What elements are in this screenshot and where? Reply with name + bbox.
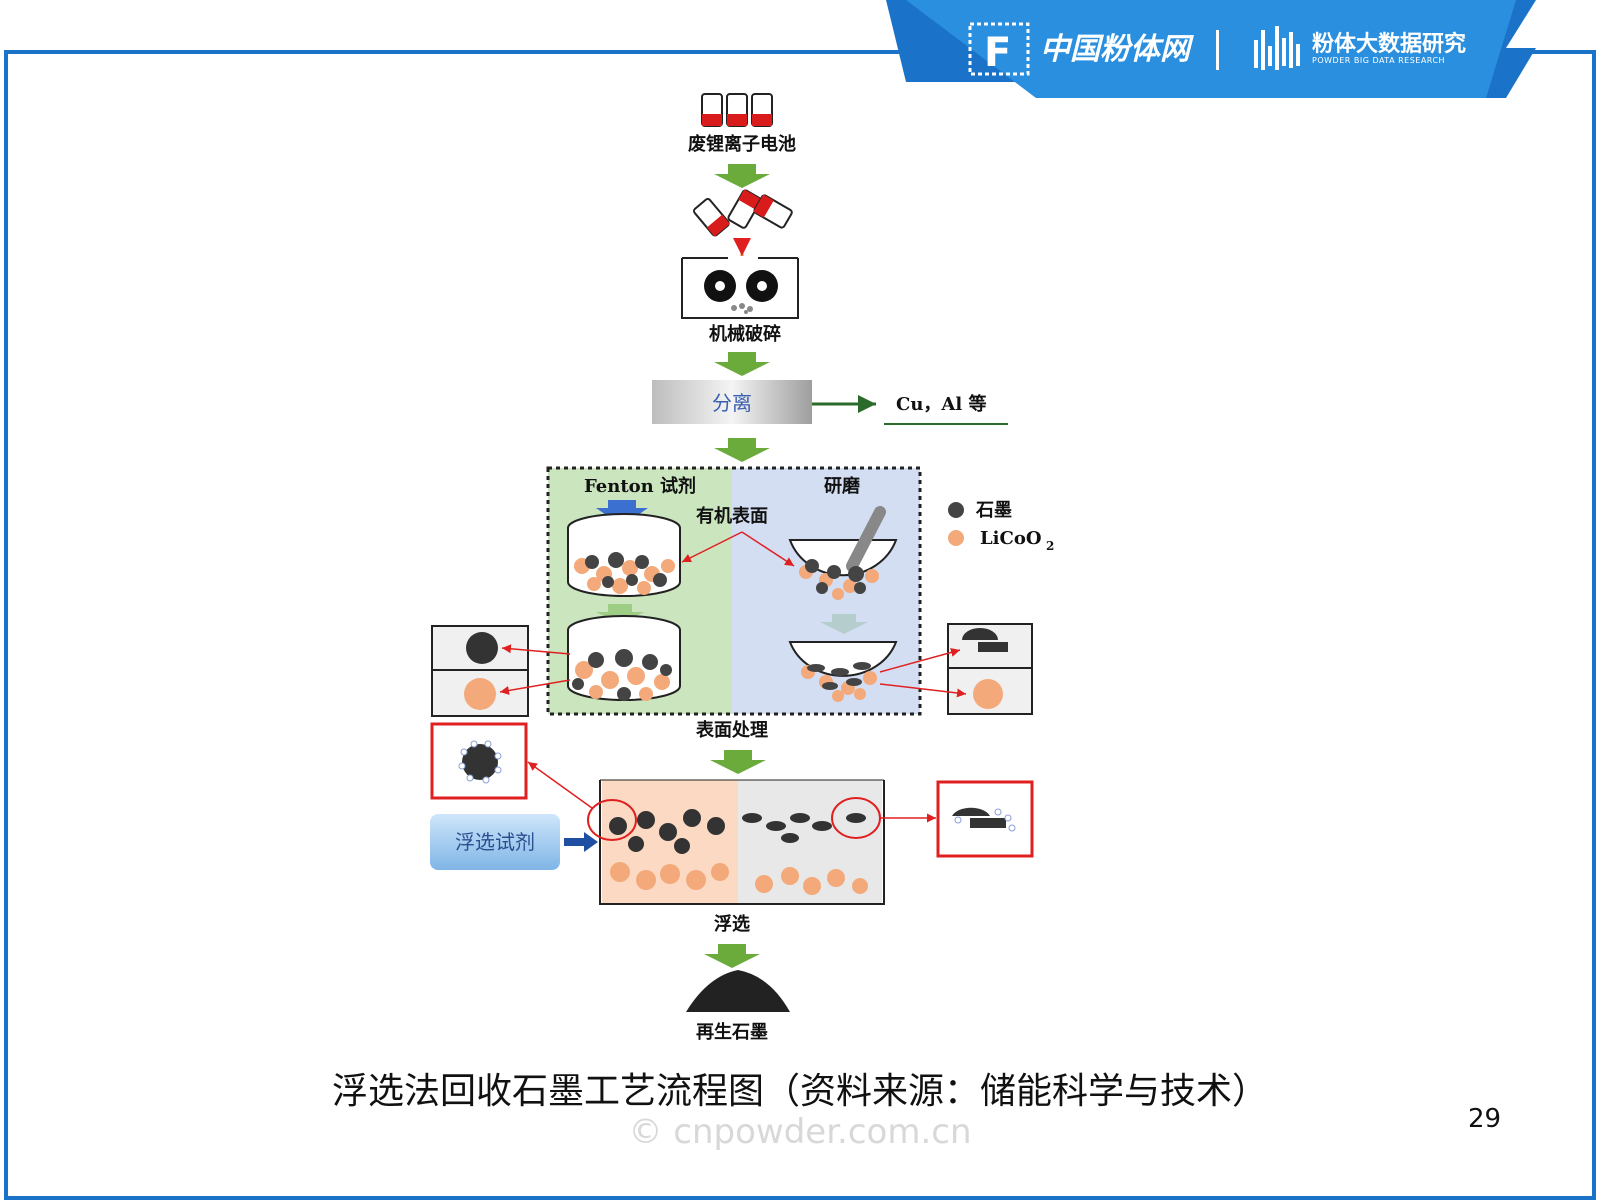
- label-surface-treatment: 表面处理: [696, 719, 768, 741]
- brand-cnpowder: 中国粉体网: [1040, 32, 1190, 67]
- battery-icon: [701, 93, 773, 127]
- label-regenerated-graphite: 再生石墨: [696, 1021, 768, 1043]
- label-grinding: 研磨: [824, 475, 860, 497]
- reagent-input-arrow: [564, 832, 598, 852]
- reaction-vessel-2: [567, 615, 681, 701]
- cnpowder-logo-icon: F: [968, 22, 1030, 76]
- page-number: 29: [1468, 1104, 1502, 1134]
- mortar-1: [788, 506, 898, 600]
- label-fenton-reagent: Fenton 试剂: [584, 475, 696, 497]
- label-organic-surface: 有机表面: [696, 505, 768, 527]
- crusher-icon: [681, 257, 799, 319]
- label-separation: 分离: [712, 391, 752, 415]
- reaction-vessel-1: [567, 513, 681, 597]
- brand-separator: [1216, 30, 1219, 70]
- mortar-2: [788, 641, 898, 702]
- flotation-detail-right: [880, 780, 1034, 858]
- flotation-reagent-box: [430, 814, 560, 870]
- legend: 石墨 LiCoO 2: [948, 500, 1054, 553]
- label-cu-al: Cu，Al 等: [896, 393, 986, 415]
- label-flotation: 浮选: [714, 913, 750, 935]
- legend-graphite-marker: [948, 502, 964, 518]
- legend-graphite-label: 石墨: [975, 500, 1012, 521]
- surface-treatment-box: [546, 466, 922, 716]
- organic-arrow-left: [681, 531, 743, 563]
- flotation-detail-left: [430, 722, 593, 809]
- flotation-tank: [587, 779, 885, 905]
- label-mechanical-crushing: 机械破碎: [709, 323, 781, 345]
- legend-licoo2-marker: [948, 530, 964, 546]
- crushed-battery-icon: [692, 189, 793, 256]
- regenerated-graphite-pile: [686, 970, 790, 1012]
- watermark: © cnpowder.com.cn: [628, 1112, 972, 1152]
- brand-big-data: 粉体大数据研究: [1312, 32, 1467, 57]
- legend-licoo2-subscript: 2: [1046, 539, 1054, 553]
- organic-arrow-right: [741, 531, 795, 567]
- reagent-blue-arrow: [596, 500, 648, 526]
- big-data-logo-icon: [1254, 26, 1300, 70]
- logo-letter: F: [984, 30, 1011, 76]
- legend-licoo2-label: LiCoO: [980, 528, 1042, 549]
- brand-big-data-sub: POWDER BIG DATA RESEARCH: [1312, 56, 1446, 65]
- label-waste-battery: 废锂离子电池: [688, 133, 796, 155]
- fenton-result-box: [431, 625, 571, 717]
- figure-caption: 浮选法回收石墨工艺流程图（资料来源：储能科学与技术）: [331, 1071, 1268, 1112]
- separation-box: [652, 380, 812, 424]
- header-banner: [886, 0, 1536, 98]
- grinding-result-box: [879, 623, 1033, 715]
- label-flotation-reagent: 浮选试剂: [455, 830, 535, 854]
